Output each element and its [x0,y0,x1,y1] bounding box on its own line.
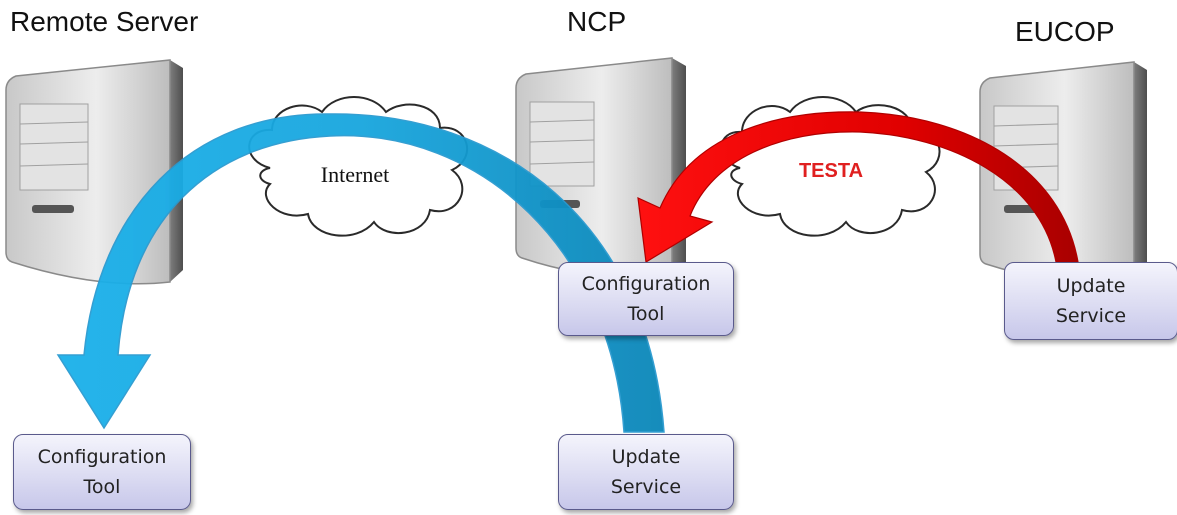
eucop-update-service-box: Update Service [1004,262,1177,340]
testa-update-arrow [637,111,1079,263]
internet-label: Internet [321,162,389,187]
remote-configuration-tool-box: Configuration Tool [13,434,191,510]
box-line-2: Tool [627,303,665,325]
box-line-1: Configuration [37,446,167,468]
box-line-2: Service [610,476,682,498]
ncp-update-service-box: Update Service [558,434,734,510]
box-line-1: Configuration [581,273,711,295]
eucop-title: EUCOP [1015,16,1115,47]
remote-server-title: Remote Server [10,6,199,37]
box-line-2: Tool [83,476,121,498]
box-line-2: Service [1055,305,1127,327]
box-line-1: Update [1056,275,1126,297]
box-line-1: Update [611,446,681,468]
ncp-configuration-tool-box: Configuration Tool [558,262,734,336]
ncp-title: NCP [567,6,627,37]
remote-server-tower [5,59,183,285]
internet-update-arrow [56,113,665,433]
testa-label: TESTA [799,160,863,182]
